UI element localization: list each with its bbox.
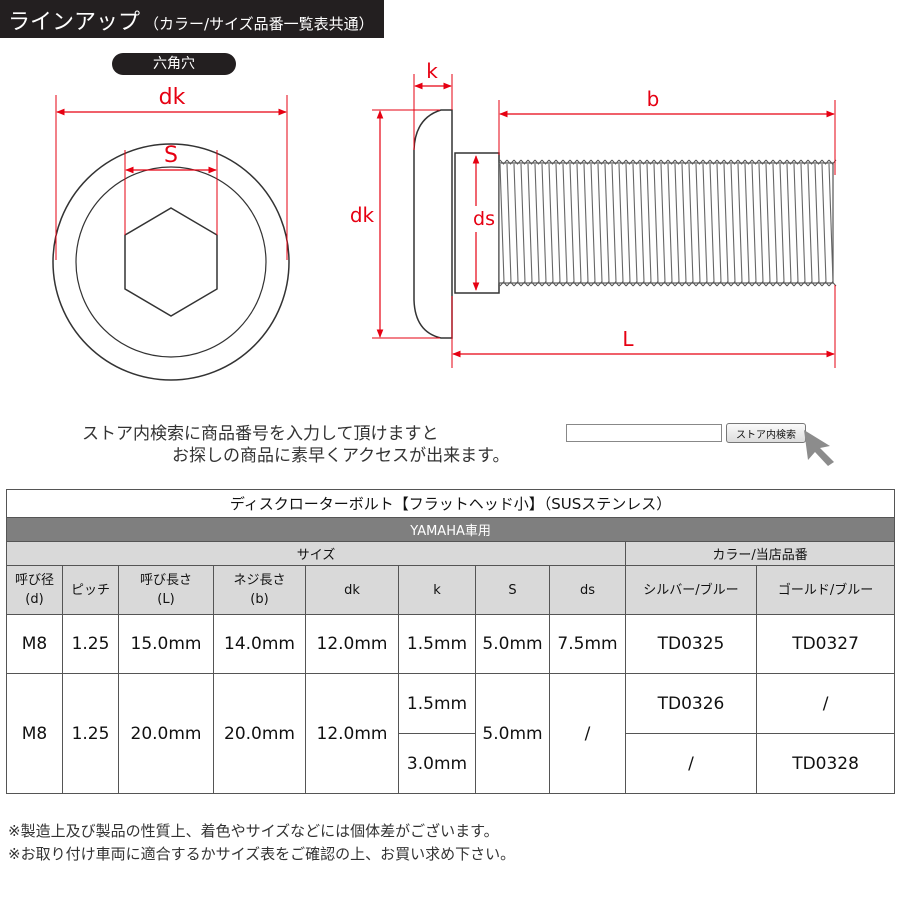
col-header-thread-length: ネジ長さ(b) xyxy=(213,565,306,615)
cell-pitch: 1.25 xyxy=(62,614,119,674)
cell-k: 1.5mm xyxy=(398,673,476,734)
cell-k: 3.0mm xyxy=(398,733,476,794)
hex-socket-label: 六角穴 xyxy=(112,53,236,75)
section-title: ラインアップ xyxy=(8,10,141,35)
cell-silver-part: / xyxy=(625,733,757,794)
notes: ※製造上及び製品の性質上、着色やサイズなどには個体差がございます。 ※お取り付け… xyxy=(8,820,515,866)
table-row: M8 1.25 15.0mm 14.0mm 12.0mm 1.5mm 5.0mm… xyxy=(6,614,896,674)
cell-dk: 12.0mm xyxy=(305,673,399,794)
head-inner-circle xyxy=(75,166,267,358)
l-label: L xyxy=(622,327,634,351)
spec-table: ディスクローターボルト【フラットヘッド小】（SUSステンレス） YAMAHA車用… xyxy=(5,489,896,794)
head-outer-circle xyxy=(52,143,290,381)
dk-label-top: dk xyxy=(159,85,186,110)
bolt-head-profile xyxy=(413,109,453,339)
col-header-s: S xyxy=(475,565,550,615)
col-header-gold-blue: ゴールド/ブルー xyxy=(755,565,896,615)
table-row: M8 1.25 20.0mm 20.0mm 12.0mm 1.5mm 5.0mm… xyxy=(6,673,896,794)
cell-s: 5.0mm xyxy=(475,614,550,674)
cell-gold-part: TD0328 xyxy=(755,733,896,794)
section-subtitle: （カラー/サイズ品番一覧表共通） xyxy=(144,15,374,33)
table-row: 3.0mm / TD0328 xyxy=(7,733,896,794)
cell-thread-length: 14.0mm xyxy=(213,614,306,674)
search-hint-line2: お探しの商品に素早くアクセスが出来ます。 xyxy=(172,446,510,466)
bolt-head-top-view: dk S xyxy=(52,85,290,381)
store-search-button[interactable]: ストア内検索 xyxy=(726,423,806,443)
cell-thread-length: 20.0mm xyxy=(213,673,306,794)
cell-gold-part: / xyxy=(755,673,896,734)
cell-diameter: M8 xyxy=(6,673,63,794)
table-group-size: サイズ xyxy=(6,541,626,566)
section-header: ラインアップ （カラー/サイズ品番一覧表共通） xyxy=(0,0,384,38)
bolt-dimension-diagram: dk S dk k b ds L xyxy=(52,59,837,381)
col-header-length: 呼び長さ(L) xyxy=(118,565,214,615)
store-search-input[interactable] xyxy=(566,424,722,442)
mouse-cursor-icon xyxy=(804,430,834,466)
cell-ds: / xyxy=(549,673,626,794)
cell-ds: 7.5mm xyxy=(549,614,626,674)
table-maker: YAMAHA車用 xyxy=(5,517,896,542)
cell-k: 1.5mm xyxy=(398,614,476,674)
cell-dk: 12.0mm xyxy=(305,614,399,674)
table-group-color: カラー/当店品番 xyxy=(624,541,896,566)
b-label: b xyxy=(647,87,660,111)
ds-label: ds xyxy=(473,208,495,230)
hex-socket-shape xyxy=(124,207,218,317)
col-header-dk: dk xyxy=(305,565,399,615)
table-title: ディスクローターボルト【フラットヘッド小】（SUSステンレス） xyxy=(5,489,896,518)
search-hint-line1: ストア内検索に商品番号を入力して頂けますと xyxy=(82,424,439,444)
cell-diameter: M8 xyxy=(6,614,63,674)
col-header-k: k xyxy=(398,565,476,615)
ds-label-background xyxy=(469,206,497,232)
note-line2: ※お取り付け車両に適合するかサイズ表をご確認の上、お買い求め下さい。 xyxy=(8,845,516,863)
cell-pitch: 1.25 xyxy=(62,673,119,794)
col-header-diameter: 呼び径(d) xyxy=(6,565,63,615)
col-header-pitch: ピッチ xyxy=(62,565,119,615)
dk-label-side: dk xyxy=(350,203,375,227)
note-line1: ※製造上及び製品の性質上、着色やサイズなどには個体差がございます。 xyxy=(8,822,499,840)
bolt-side-view: dk k b ds L xyxy=(350,59,837,368)
cell-silver-part: TD0326 xyxy=(625,673,757,734)
cell-s: 5.0mm xyxy=(475,673,550,794)
cell-length: 15.0mm xyxy=(118,614,214,674)
bolt-threads xyxy=(498,159,837,287)
k-label: k xyxy=(426,59,438,83)
cell-gold-part: TD0327 xyxy=(755,614,896,674)
col-header-ds: ds xyxy=(549,565,626,615)
col-header-silver-blue: シルバー/ブルー xyxy=(625,565,757,615)
cell-length: 20.0mm xyxy=(118,673,214,794)
table-header-row: 呼び径(d) ピッチ 呼び長さ(L) ネジ長さ(b) dk k S ds シルバ… xyxy=(6,565,896,615)
s-label: S xyxy=(164,143,178,168)
cell-silver-part: TD0325 xyxy=(625,614,757,674)
